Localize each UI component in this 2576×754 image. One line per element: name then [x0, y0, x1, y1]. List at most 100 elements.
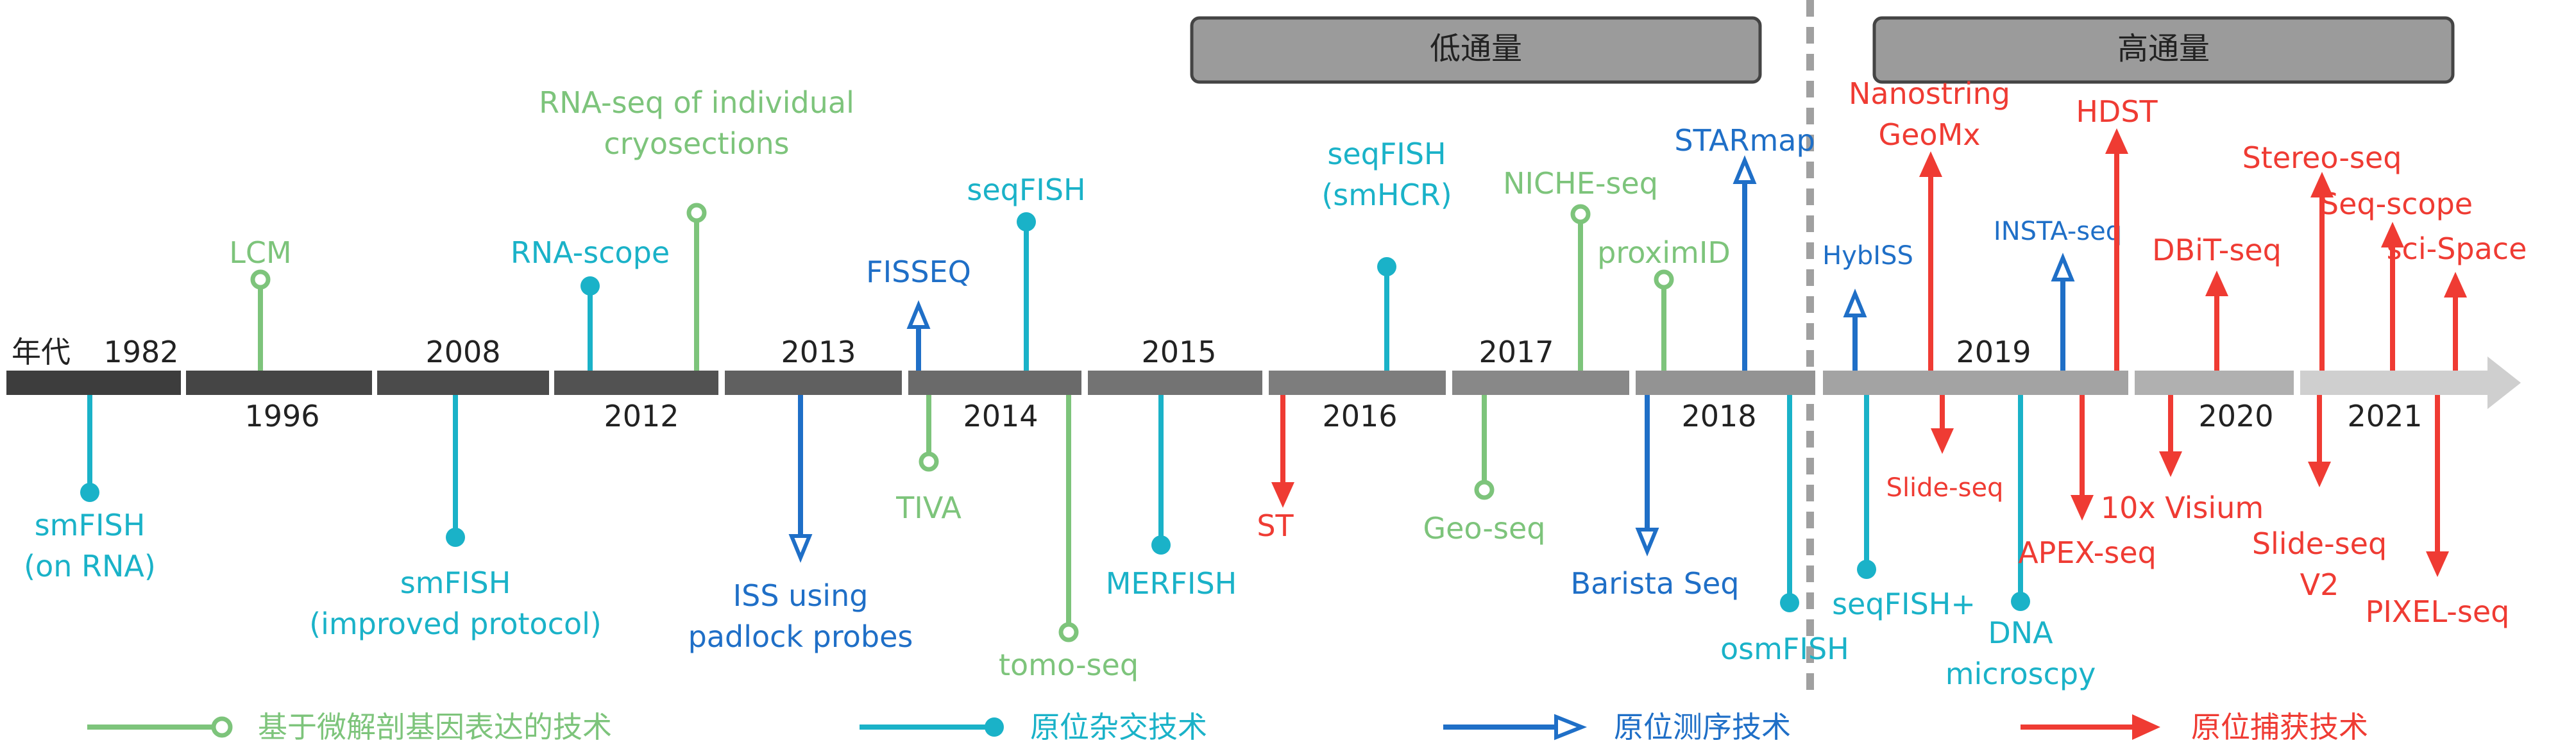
timeline-segment	[186, 371, 372, 395]
tech-label: osmFISH	[1720, 632, 1849, 666]
open-arrow-icon	[1635, 528, 1659, 557]
legend-label: 基于微解剖基因表达的技术	[258, 710, 612, 744]
timeline-segment	[1823, 371, 2128, 395]
tech-marker-dbitseq: DBiT-seq	[2152, 233, 2282, 371]
tech-marker-starmap: STARmap	[1674, 123, 1815, 371]
year-label: 2020	[2198, 399, 2273, 433]
tech-label: seqFISH+	[1832, 587, 1976, 621]
tech-label: MERFISH	[1106, 566, 1237, 601]
timeline-segment	[908, 371, 1081, 395]
tech-label: ISS using	[733, 578, 869, 613]
filled-arrow-icon	[2381, 222, 2404, 247]
tech-label: STARmap	[1674, 123, 1815, 158]
tech-label: HybISS	[1822, 241, 1913, 271]
legend-item-hybridization: 原位杂交技术	[860, 710, 1207, 744]
tech-label: Barista Seq	[1571, 566, 1740, 601]
high-throughput-header: 高通量	[1872, 16, 2455, 84]
open-arrow-icon	[2051, 253, 2075, 281]
filled-arrow-icon	[2071, 495, 2094, 521]
tech-label: proximID	[1597, 235, 1731, 270]
tech-marker-osmfish: osmFISH	[1720, 395, 1849, 666]
tech-marker-barista: Barista Seq	[1571, 395, 1740, 601]
tech-marker-scispace: sci-Space	[2387, 231, 2527, 371]
legend-item-sequencing: 原位测序技术	[1443, 710, 1791, 744]
year-label: 2021	[2347, 399, 2422, 433]
filled-circle-icon	[446, 528, 465, 547]
tech-marker-seqfishplus: seqFISH+	[1832, 395, 1976, 621]
tech-label: HDST	[2076, 94, 2158, 129]
tech-label: FISSEQ	[866, 255, 971, 289]
filled-circle-icon	[1857, 560, 1876, 579]
filled-circle-icon	[1017, 212, 1036, 231]
tech-marker-seqfish: seqFISH	[967, 172, 1086, 371]
timeline-segment	[554, 371, 718, 395]
tech-label: PIXEL-seq	[2366, 594, 2510, 629]
timeline-segment	[1636, 371, 1815, 395]
filled-arrow-icon	[2310, 172, 2334, 197]
year-label: 1996	[244, 399, 319, 433]
tech-label: 10x Visium	[2101, 490, 2264, 525]
legend: 基于微解剖基因表达的技术 原位杂交技术 原位测序技术 原位捕获技术	[87, 710, 2368, 744]
year-label: 2017	[1479, 335, 1554, 369]
year-label: 2012	[604, 399, 679, 433]
filled-circle-icon	[580, 276, 600, 296]
filled-arrow-icon	[2205, 271, 2228, 296]
tech-label: tomo-seq	[999, 648, 1139, 682]
tech-marker-pixelseq: PIXEL-seq	[2366, 395, 2510, 629]
tech-label: ST	[1257, 508, 1294, 543]
timeline-segment	[6, 371, 181, 395]
tech-label: GeoMx	[1878, 117, 1980, 152]
high-throughput-label: 高通量	[2117, 31, 2210, 67]
tech-label: RNA-seq of individual	[539, 85, 854, 120]
timeline-segment	[1452, 371, 1629, 395]
tech-marker-seqfish_hcr: seqFISH(smHCR)	[1321, 137, 1452, 371]
tech-marker-apexseq: APEX-seq	[2018, 395, 2157, 570]
timeline-segment	[2135, 371, 2294, 395]
open-arrow-icon	[1733, 155, 1757, 184]
tech-marker-visium: 10x Visium	[2101, 395, 2264, 525]
tech-marker-tomoseq: tomo-seq	[999, 395, 1139, 682]
low-throughput-box	[1190, 16, 1762, 84]
filled-circle-icon	[985, 717, 1004, 737]
tech-marker-stereoseq: Stereo-seq	[2242, 140, 2402, 371]
filled-arrow-icon	[2132, 714, 2160, 740]
tech-marker-seqscope: Seq-scope	[2320, 187, 2473, 371]
tech-marker-lcm: LCM	[229, 235, 292, 371]
tech-label: RNA-scope	[511, 235, 670, 270]
tech-marker-hybiss: HybISS	[1822, 241, 1913, 371]
filled-arrow-icon	[2105, 128, 2128, 154]
tech-label: sci-Space	[2387, 231, 2527, 266]
tech-marker-instaseq: INSTA-seq	[1994, 217, 2122, 371]
tech-label: Seq-scope	[2320, 187, 2473, 221]
tech-label: padlock probes	[688, 619, 913, 654]
tech-marker-smfish_rna: smFISH(on RNA)	[24, 395, 156, 583]
filled-arrow-icon	[2444, 272, 2467, 297]
legend-label: 原位捕获技术	[2191, 710, 2368, 744]
open-circle-icon	[919, 451, 939, 472]
high-throughput-box	[1872, 16, 2455, 84]
year-label: 2016	[1322, 399, 1397, 433]
year-label: 2019	[1956, 335, 2031, 369]
tech-label: DBiT-seq	[2152, 233, 2282, 267]
tech-label: LCM	[229, 235, 291, 270]
year-labels: 1982199620082012201320142015201620172018…	[103, 335, 2422, 433]
low-throughput-label: 低通量	[1430, 31, 1522, 67]
timeline-segment	[725, 371, 902, 395]
tech-label: seqFISH	[967, 172, 1085, 207]
tech-marker-slideseq: Slide-seq	[1886, 395, 2003, 503]
filled-circle-icon	[1780, 593, 1799, 612]
tech-label: Stereo-seq	[2242, 140, 2402, 175]
filled-arrow-icon	[1931, 428, 1954, 454]
filled-arrow-icon	[2308, 462, 2331, 487]
open-circle-icon	[211, 716, 233, 738]
filled-arrow-icon	[1919, 151, 1942, 177]
timeline-segment	[377, 371, 549, 395]
low-throughput-header: 低通量	[1190, 16, 1762, 84]
tech-marker-fisseq: FISSEQ	[866, 255, 971, 371]
tech-label: NICHE-seq	[1503, 166, 1658, 201]
open-arrow-icon	[788, 534, 813, 563]
